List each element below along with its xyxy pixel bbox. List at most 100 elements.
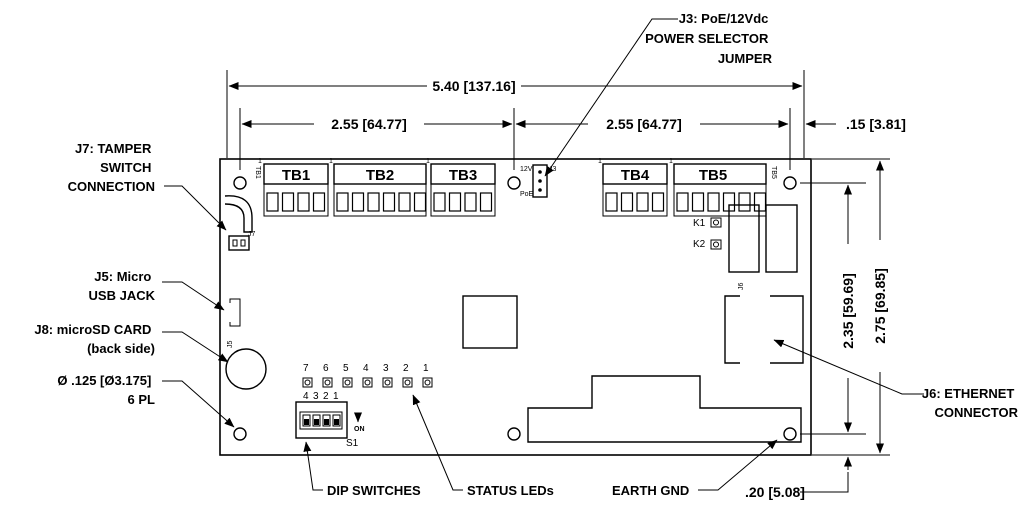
terminal-block-tb3: TB3 <box>430 163 496 217</box>
terminal-pin <box>312 192 326 212</box>
terminal-pin <box>676 192 689 212</box>
terminal-block-tb1: TB1 <box>263 163 329 217</box>
dimension-left-span: 2.55 [64.77] <box>331 116 407 132</box>
dimension-edge-offset: .15 [3.81] <box>846 116 906 132</box>
mounting-hole <box>507 176 521 190</box>
terminal-pin <box>753 192 767 212</box>
status-led-lens <box>304 379 311 386</box>
callout-mounting-holes: Ø .125 [Ø3.175] 6 PL <box>57 373 155 407</box>
terminal-pins <box>266 192 767 212</box>
dip-switch-slot <box>312 414 321 427</box>
terminal-block-tb5: TB5 <box>673 163 767 217</box>
j5-silk-label: J5 <box>227 341 234 349</box>
terminal-block-tb4: TB4 <box>602 163 668 217</box>
terminal-pin <box>620 192 634 212</box>
relay <box>765 204 798 273</box>
tb5-silk-label: TB5 <box>770 166 777 179</box>
led-number: 6 <box>323 363 329 374</box>
terminal-pin <box>464 192 477 212</box>
callout-j7: J7: TAMPER SWITCH CONNECTION <box>68 141 155 194</box>
terminal-pin <box>351 192 365 212</box>
callout-j5: J5: Micro USB JACK <box>89 269 156 303</box>
led-number: 1 <box>423 363 429 374</box>
pin1-mark: 1 <box>426 158 430 165</box>
terminal-block-tb2: TB2 <box>333 163 427 217</box>
mounting-holes <box>233 176 797 441</box>
pin1-mark: 1 <box>669 158 673 165</box>
status-led <box>422 377 433 388</box>
terminal-pin <box>691 192 705 212</box>
pin1-mark: 1 <box>258 158 262 165</box>
status-led <box>302 377 313 388</box>
status-led-lens <box>364 379 371 386</box>
callout-dip-switches: DIP SWITCHES <box>327 483 421 498</box>
pcb-board: TB1 TB5 1 1 1 1 1 TB1 TB2 TB3 TB4 <box>219 158 812 456</box>
dimensions: 5.40 [137.16] 2.55 [64.77] 2.55 [64.77] … <box>226 70 906 500</box>
processor-chip <box>462 295 518 349</box>
k2-label: K2 <box>693 239 706 250</box>
terminal-pin <box>382 192 396 212</box>
dimension-overall-height: 2.75 [69.85] <box>872 268 888 344</box>
led-number: 5 <box>343 363 349 374</box>
terminal-pin <box>433 192 446 212</box>
terminal-block-label: TB5 <box>699 167 727 184</box>
led-number: 7 <box>303 363 309 374</box>
pin1-mark: 1 <box>329 158 333 165</box>
mounting-hole <box>783 427 797 441</box>
terminal-block-label: TB2 <box>366 167 394 184</box>
terminal-pin <box>605 192 618 212</box>
dimension-overall-width: 5.40 [137.16] <box>432 78 515 94</box>
mounting-hole <box>783 176 797 190</box>
status-led-lens <box>384 379 391 386</box>
terminal-pin <box>707 192 720 212</box>
terminal-block-label: TB4 <box>621 167 650 184</box>
dip-switch-slot <box>322 414 331 427</box>
relay <box>728 204 760 273</box>
terminal-pin <box>266 192 279 212</box>
k1-led <box>710 217 722 228</box>
mounting-hole <box>507 427 521 441</box>
mounting-hole <box>233 427 247 441</box>
dip-number: 1 <box>333 391 339 402</box>
j6-silk-label: J6 <box>738 283 745 291</box>
j7-tamper-connector: J7 <box>224 195 256 251</box>
terminal-pin <box>651 192 665 212</box>
callout-j3: J3: PoE/12Vdc POWER SELECTOR JUMPER <box>645 11 773 66</box>
status-led-lens <box>324 379 331 386</box>
mounting-hole <box>233 176 247 190</box>
status-led <box>382 377 393 388</box>
terminal-pin <box>738 192 751 212</box>
status-led <box>362 377 373 388</box>
callout-status-leds: STATUS LEDs <box>467 483 554 498</box>
dip-number: 3 <box>313 391 319 402</box>
terminal-pin <box>413 192 427 212</box>
led-number: 4 <box>363 363 369 374</box>
dip-switch-toggle <box>324 419 329 425</box>
j3-silk-label: J3 <box>549 166 557 173</box>
k2-led <box>710 239 722 250</box>
led-number: 2 <box>403 363 409 374</box>
pin1-mark: 1 <box>598 158 602 165</box>
dip-on-label: ON <box>354 426 365 433</box>
dip-switch-slot <box>302 414 311 427</box>
j5-usb-jack: J5 <box>227 298 241 349</box>
callout-j6: J6: ETHERNET CONNECTOR <box>922 386 1019 420</box>
terminal-pin <box>367 192 380 212</box>
dip-switch-toggle <box>304 419 309 425</box>
tb1-silk-label: TB1 <box>254 166 261 179</box>
status-led <box>402 377 413 388</box>
status-led-lens <box>424 379 431 386</box>
status-led-lens <box>344 379 351 386</box>
k1-label: K1 <box>693 218 706 229</box>
dimension-hole-vertical: 2.35 [59.69] <box>840 273 856 349</box>
status-led <box>342 377 353 388</box>
dip-switch-toggle <box>334 419 339 425</box>
terminal-pin <box>336 192 349 212</box>
terminal-pin <box>398 192 411 212</box>
j7-silk-label: J7 <box>248 231 256 238</box>
terminal-pin <box>281 192 295 212</box>
terminal-pin <box>297 192 310 212</box>
dip-switch-toggle <box>314 419 319 425</box>
